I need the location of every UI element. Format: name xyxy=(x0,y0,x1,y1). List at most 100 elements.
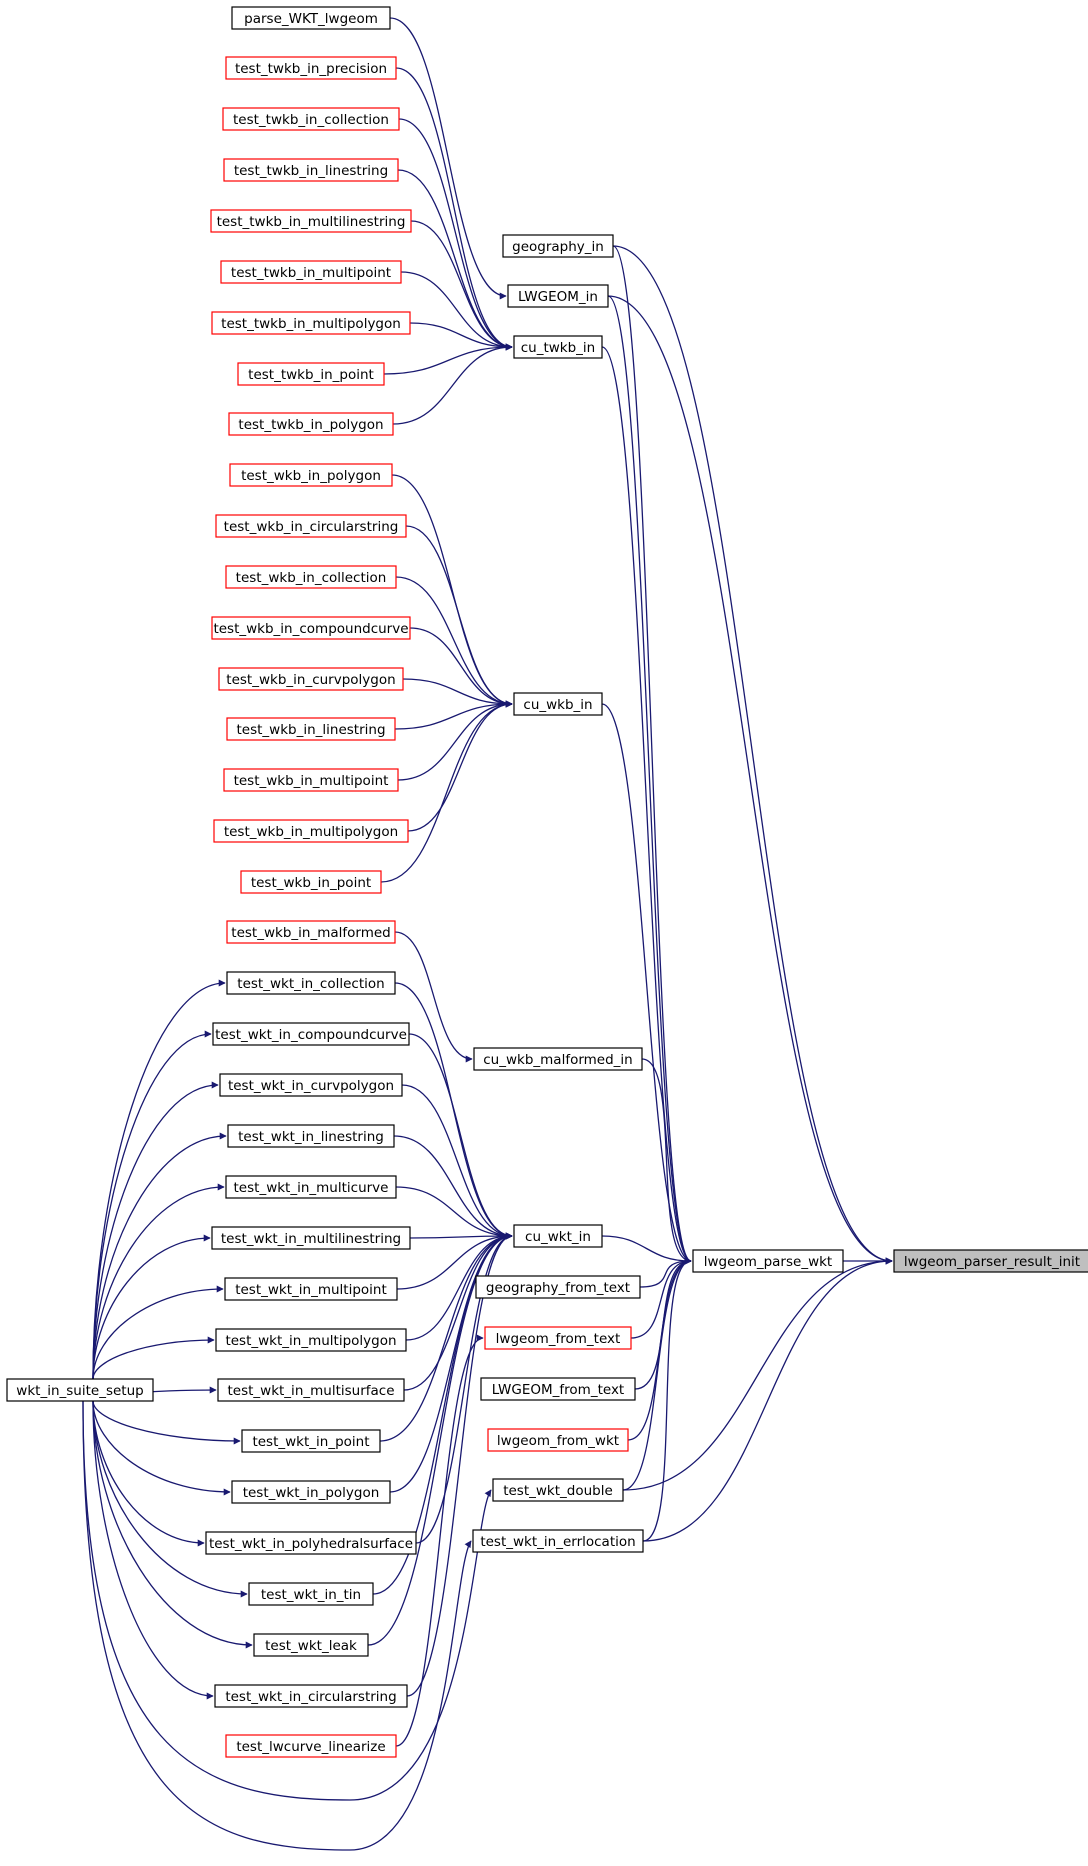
node-label: test_twkb_in_collection xyxy=(233,112,389,128)
edge-wkt_suite_setup-to-wkt_curvpolygon xyxy=(92,1081,219,1380)
node-lwgeom_from_wkt[interactable]: lwgeom_from_wkt xyxy=(487,1428,629,1452)
node-wkb_curvpolygon[interactable]: test_wkb_in_curvpolygon xyxy=(218,667,404,691)
edge-wkt_suite_setup-to-wkt_point xyxy=(92,1400,241,1445)
node-label: test_twkb_in_polygon xyxy=(238,417,383,433)
node-box xyxy=(217,1378,405,1402)
node-wkt_multipolygon[interactable]: test_wkt_in_multipolygon xyxy=(215,1328,407,1352)
node-twkb_precision[interactable]: test_twkb_in_precision xyxy=(225,56,397,80)
node-label: test_wkb_in_linestring xyxy=(236,722,385,738)
node-wkt_multisurface[interactable]: test_wkt_in_multisurface xyxy=(217,1378,405,1402)
node-test_wkt_double[interactable]: test_wkt_double xyxy=(492,1478,624,1502)
node-label: wkt_in_suite_setup xyxy=(16,1383,143,1399)
edge-wkt_errlocation-to-lwgeom_parse_wkt xyxy=(642,1257,692,1542)
node-label: cu_twkb_in xyxy=(521,340,596,356)
node-wkb_multipolygon[interactable]: test_wkb_in_multipolygon xyxy=(213,819,409,843)
node-wkb_compoundcurve[interactable]: test_wkb_in_compoundcurve xyxy=(211,616,411,640)
node-geography_from_text[interactable]: geography_from_text xyxy=(475,1275,641,1299)
node-wkb_linestring[interactable]: test_wkb_in_linestring xyxy=(226,717,396,741)
node-cu_wkb_malformed_in[interactable]: cu_wkb_malformed_in xyxy=(473,1047,643,1071)
node-lwgeom_parse_wkt[interactable]: lwgeom_parse_wkt xyxy=(692,1249,844,1273)
node-twkb_multipolygon[interactable]: test_twkb_in_multipolygon xyxy=(211,311,411,335)
node-wkt_point[interactable]: test_wkt_in_point xyxy=(241,1429,381,1453)
node-wkt_multicurve[interactable]: test_wkt_in_multicurve xyxy=(225,1175,397,1199)
edge-wkb_multipoint-to-cu_wkb_in xyxy=(397,700,513,781)
edge-lwgeom_from_wkt-to-lwgeom_parse_wkt xyxy=(627,1257,692,1441)
node-box xyxy=(218,667,404,691)
node-label: LWGEOM_from_text xyxy=(492,1382,624,1398)
node-wkt_polyhedralsurface[interactable]: test_wkt_in_polyhedralsurface xyxy=(205,1531,417,1555)
node-label: lwgeom_from_wkt xyxy=(497,1433,619,1449)
node-label: test_wkb_in_malformed xyxy=(231,925,390,941)
node-box xyxy=(240,870,382,894)
node-geography_in[interactable]: geography_in xyxy=(502,234,614,258)
node-wkb_collection[interactable]: test_wkb_in_collection xyxy=(225,565,397,589)
node-label: test_wkt_in_linestring xyxy=(238,1129,384,1145)
node-wkt_suite_setup[interactable]: wkt_in_suite_setup xyxy=(6,1378,154,1402)
edge-wkb_collection-to-cu_wkb_in xyxy=(395,576,513,708)
node-twkb_multilinestring[interactable]: test_twkb_in_multilinestring xyxy=(210,209,412,233)
edge-wkt_suite_setup-to-wkt_collection xyxy=(92,979,226,1380)
node-cu_twkb_in[interactable]: cu_twkb_in xyxy=(513,335,603,359)
edge-twkb_collection-to-cu_twkb_in xyxy=(398,118,513,351)
node-result_init[interactable]: lwgeom_parser_result_init xyxy=(893,1249,1088,1273)
node-wkb_multipoint[interactable]: test_wkb_in_multipoint xyxy=(223,768,399,792)
node-wkt_compoundcurve[interactable]: test_wkt_in_compoundcurve xyxy=(212,1022,410,1046)
node-lwgeom_from_text[interactable]: lwgeom_from_text xyxy=(484,1326,632,1350)
node-wkb_circularstring[interactable]: test_wkb_in_circularstring xyxy=(215,514,407,538)
node-box xyxy=(492,1478,624,1502)
edge-twkb_polygon-to-cu_twkb_in xyxy=(392,343,513,425)
node-label: lwgeom_from_text xyxy=(496,1331,621,1347)
node-label: test_wkt_in_polyhedralsurface xyxy=(209,1536,413,1552)
edge-wkb_circularstring-to-cu_wkb_in xyxy=(405,525,513,708)
node-cu_wkb_in[interactable]: cu_wkb_in xyxy=(513,692,603,716)
node-box xyxy=(237,362,385,386)
node-box xyxy=(212,1022,410,1046)
node-LWGEOM_from_text[interactable]: LWGEOM_from_text xyxy=(480,1377,636,1401)
edge-wkt_errlocation-to-result_init xyxy=(642,1257,893,1542)
node-label: test_wkt_in_curvpolygon xyxy=(228,1078,394,1094)
node-wkt_curvpolygon[interactable]: test_wkt_in_curvpolygon xyxy=(219,1073,403,1097)
node-box xyxy=(513,335,603,359)
node-box xyxy=(223,158,399,182)
edge-cu_wkb_in-to-lwgeom_parse_wkt xyxy=(601,703,692,1265)
node-twkb_polygon[interactable]: test_twkb_in_polygon xyxy=(228,412,394,436)
node-wkt_collection[interactable]: test_wkt_in_collection xyxy=(226,971,396,995)
node-cu_wkt_in[interactable]: cu_wkt_in xyxy=(513,1224,603,1248)
node-wkt_linestring[interactable]: test_wkt_in_linestring xyxy=(227,1124,395,1148)
node-box xyxy=(241,1429,381,1453)
node-wkb_point[interactable]: test_wkb_in_point xyxy=(240,870,382,894)
node-box xyxy=(219,1073,403,1097)
node-box xyxy=(213,819,409,843)
node-parse_wkt_lwgeom[interactable]: parse_WKT_lwgeom xyxy=(231,6,391,30)
edge-cu_wkt_in-to-lwgeom_parse_wkt xyxy=(601,1235,692,1265)
node-wkt_leak[interactable]: test_wkt_leak xyxy=(253,1633,369,1657)
node-wkt_errlocation[interactable]: test_wkt_in_errlocation xyxy=(472,1529,644,1553)
node-box xyxy=(231,6,391,30)
node-box xyxy=(222,107,400,131)
node-wkt_polygon[interactable]: test_wkt_in_polygon xyxy=(231,1480,391,1504)
node-label: test_wkt_in_multicurve xyxy=(234,1180,389,1196)
node-label: test_twkb_in_multipolygon xyxy=(221,316,401,332)
node-LWGEOM_in[interactable]: LWGEOM_in xyxy=(507,284,609,308)
node-wkb_malformed[interactable]: test_wkb_in_malformed xyxy=(226,920,396,944)
node-twkb_multipoint[interactable]: test_twkb_in_multipoint xyxy=(220,260,402,284)
node-wkt_circularstring[interactable]: test_wkt_in_circularstring xyxy=(214,1684,408,1708)
node-wkt_tin[interactable]: test_wkt_in_tin xyxy=(248,1582,374,1606)
node-twkb_collection[interactable]: test_twkb_in_collection xyxy=(222,107,400,131)
node-twkb_point[interactable]: test_twkb_in_point xyxy=(237,362,385,386)
node-lwcurve_linearize[interactable]: test_lwcurve_linearize xyxy=(225,1734,397,1758)
node-label: lwgeom_parser_result_init xyxy=(904,1254,1080,1270)
edge-twkb_multilinestring-to-cu_twkb_in xyxy=(410,220,513,351)
node-twkb_linestring[interactable]: test_twkb_in_linestring xyxy=(223,158,399,182)
edge-wkt_circularstring-to-cu_wkt_in xyxy=(406,1232,513,1697)
node-wkt_multilinestring[interactable]: test_wkt_in_multilinestring xyxy=(211,1226,411,1250)
node-wkb_polygon[interactable]: test_wkb_in_polygon xyxy=(229,463,393,487)
edge-wkt_suite_setup-to-wkt_multilinestring xyxy=(92,1234,211,1380)
node-box xyxy=(223,768,399,792)
node-label: test_wkt_in_multipoint xyxy=(235,1282,387,1298)
node-box xyxy=(227,1124,395,1148)
node-label: cu_wkb_malformed_in xyxy=(483,1052,633,1068)
node-wkt_multipoint[interactable]: test_wkt_in_multipoint xyxy=(224,1277,398,1301)
edge-wkt_curvpolygon-to-cu_wkt_in xyxy=(401,1084,513,1240)
node-label: test_wkt_in_multisurface xyxy=(227,1383,394,1399)
